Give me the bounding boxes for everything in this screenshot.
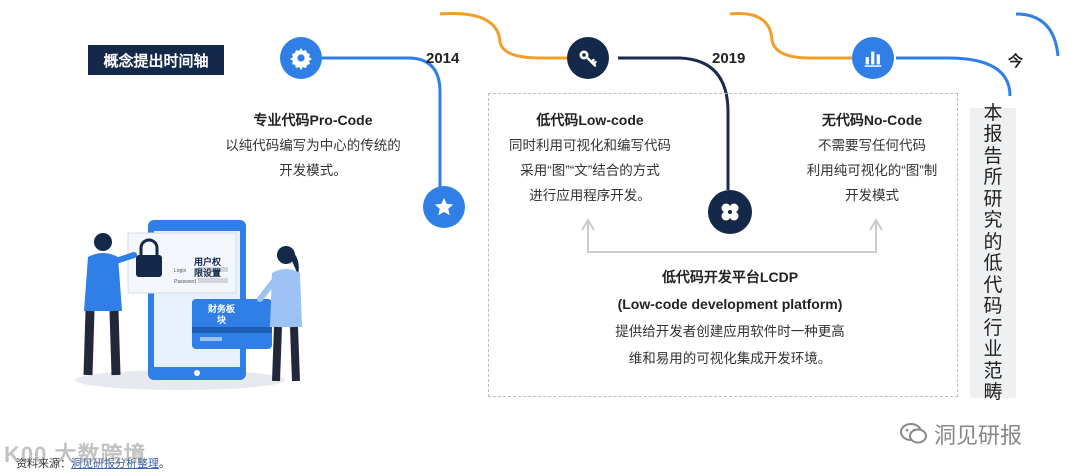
- low-code-line: 进行应用程序开发。: [529, 188, 651, 203]
- year-now: 今: [1008, 53, 1024, 70]
- side-char: 所: [983, 167, 1003, 188]
- no-code-line: 不需要写任何代码: [818, 138, 926, 153]
- finance-module-label: 财务板 块: [208, 304, 236, 325]
- star-icon: [423, 186, 465, 228]
- low-code-line: 同时利用可视化和编写代码: [509, 138, 671, 153]
- side-char: 畴: [983, 382, 1003, 403]
- no-code-heading: 无代码No-Code: [821, 112, 923, 128]
- lcdp-arrow-left: [581, 218, 595, 231]
- illustration-art: [75, 220, 302, 390]
- lcdp-heading: 低代码开发平台LCDP: [661, 269, 799, 285]
- source-suffix: 。: [159, 458, 170, 470]
- lcdp-bracket: [587, 222, 877, 253]
- wechat-brand-text: 洞见研报: [934, 423, 1023, 448]
- lcdp-block: 低代码开发平台LCDP (Low-code development platfo…: [586, 264, 874, 372]
- user-permission-label: 用户权 限设置: [194, 257, 222, 278]
- timeline-segment-orange-2: [729, 12, 852, 60]
- year-2019: 2019: [712, 50, 746, 67]
- source-link: 洞见研报分析整理: [71, 458, 159, 470]
- side-char: 研: [983, 188, 1003, 210]
- low-code-line: 采用“图”“文”结合的方式: [520, 163, 660, 178]
- wechat-brand: 洞见研报: [900, 418, 1022, 450]
- illustration: 用户权 限设置 Login Password 财务板 块: [70, 215, 320, 390]
- pro-code-line: 以纯代码编写为中心的传统的: [225, 138, 401, 153]
- low-code-heading: 低代码Low-code: [536, 112, 644, 128]
- timeline-segment-3: [896, 56, 1012, 97]
- side-char: 的: [983, 231, 1003, 253]
- password-label: Password: [174, 279, 196, 285]
- watermark: K00 大数跨境: [4, 442, 147, 467]
- pro-code-line: 开发模式。: [279, 163, 347, 178]
- pro-code-heading: 专业代码Pro-Code: [253, 112, 373, 128]
- side-char: 究: [983, 210, 1003, 231]
- side-scope-label: 本 报 告 所 研 究 的 低 代 码 行 业 范 畴: [970, 103, 1016, 403]
- no-code-line: 利用纯可视化的“图”制: [806, 163, 938, 178]
- timeline-segment-2: [618, 56, 730, 190]
- lcdp-arrow-right: [869, 218, 883, 231]
- year-2014: 2014: [426, 50, 460, 67]
- pro-code-block: 专业代码Pro-Code 以纯代码编写为中心的传统的 开发模式。: [200, 108, 426, 183]
- side-char: 低: [983, 253, 1003, 274]
- side-char: 本: [983, 102, 1003, 124]
- timeline-segment-end: [1015, 12, 1060, 57]
- no-code-block: 无代码No-Code 不需要写任何代码 利用纯可视化的“图”制 开发模式: [776, 108, 968, 208]
- clover-icon: [708, 190, 752, 234]
- side-char: 告: [983, 145, 1003, 167]
- page-title: 概念提出时间轴: [88, 45, 224, 75]
- wechat-icon: [900, 423, 927, 444]
- timeline-segment-1: [322, 56, 442, 188]
- side-char: 码: [983, 296, 1003, 317]
- key-icon: [567, 37, 609, 79]
- low-code-scope-box: [488, 93, 958, 397]
- side-char: 范: [983, 360, 1003, 382]
- low-code-block: 低代码Low-code 同时利用可视化和编写代码 采用“图”“文”结合的方式 进…: [484, 108, 696, 208]
- source-prefix: 资料来源：: [16, 458, 71, 470]
- lcdp-line: 提供给开发者创建应用软件时一种更高: [615, 324, 845, 339]
- lcdp-subheading: (Low-code development platform): [617, 296, 843, 312]
- side-char: 行: [983, 317, 1003, 339]
- source-note: 资料来源：洞见研报分析整理。: [16, 455, 170, 471]
- side-char: 业: [983, 339, 1003, 360]
- no-code-line: 开发模式: [845, 188, 899, 203]
- side-char: 报: [983, 124, 1003, 145]
- side-char: 代: [983, 274, 1003, 296]
- gear-icon: [280, 37, 322, 79]
- login-label: Login: [174, 268, 187, 274]
- timeline-segment-orange-1: [439, 12, 570, 60]
- lcdp-line: 维和易用的可视化集成开发环境。: [628, 351, 832, 366]
- bar-chart-icon: [852, 37, 894, 79]
